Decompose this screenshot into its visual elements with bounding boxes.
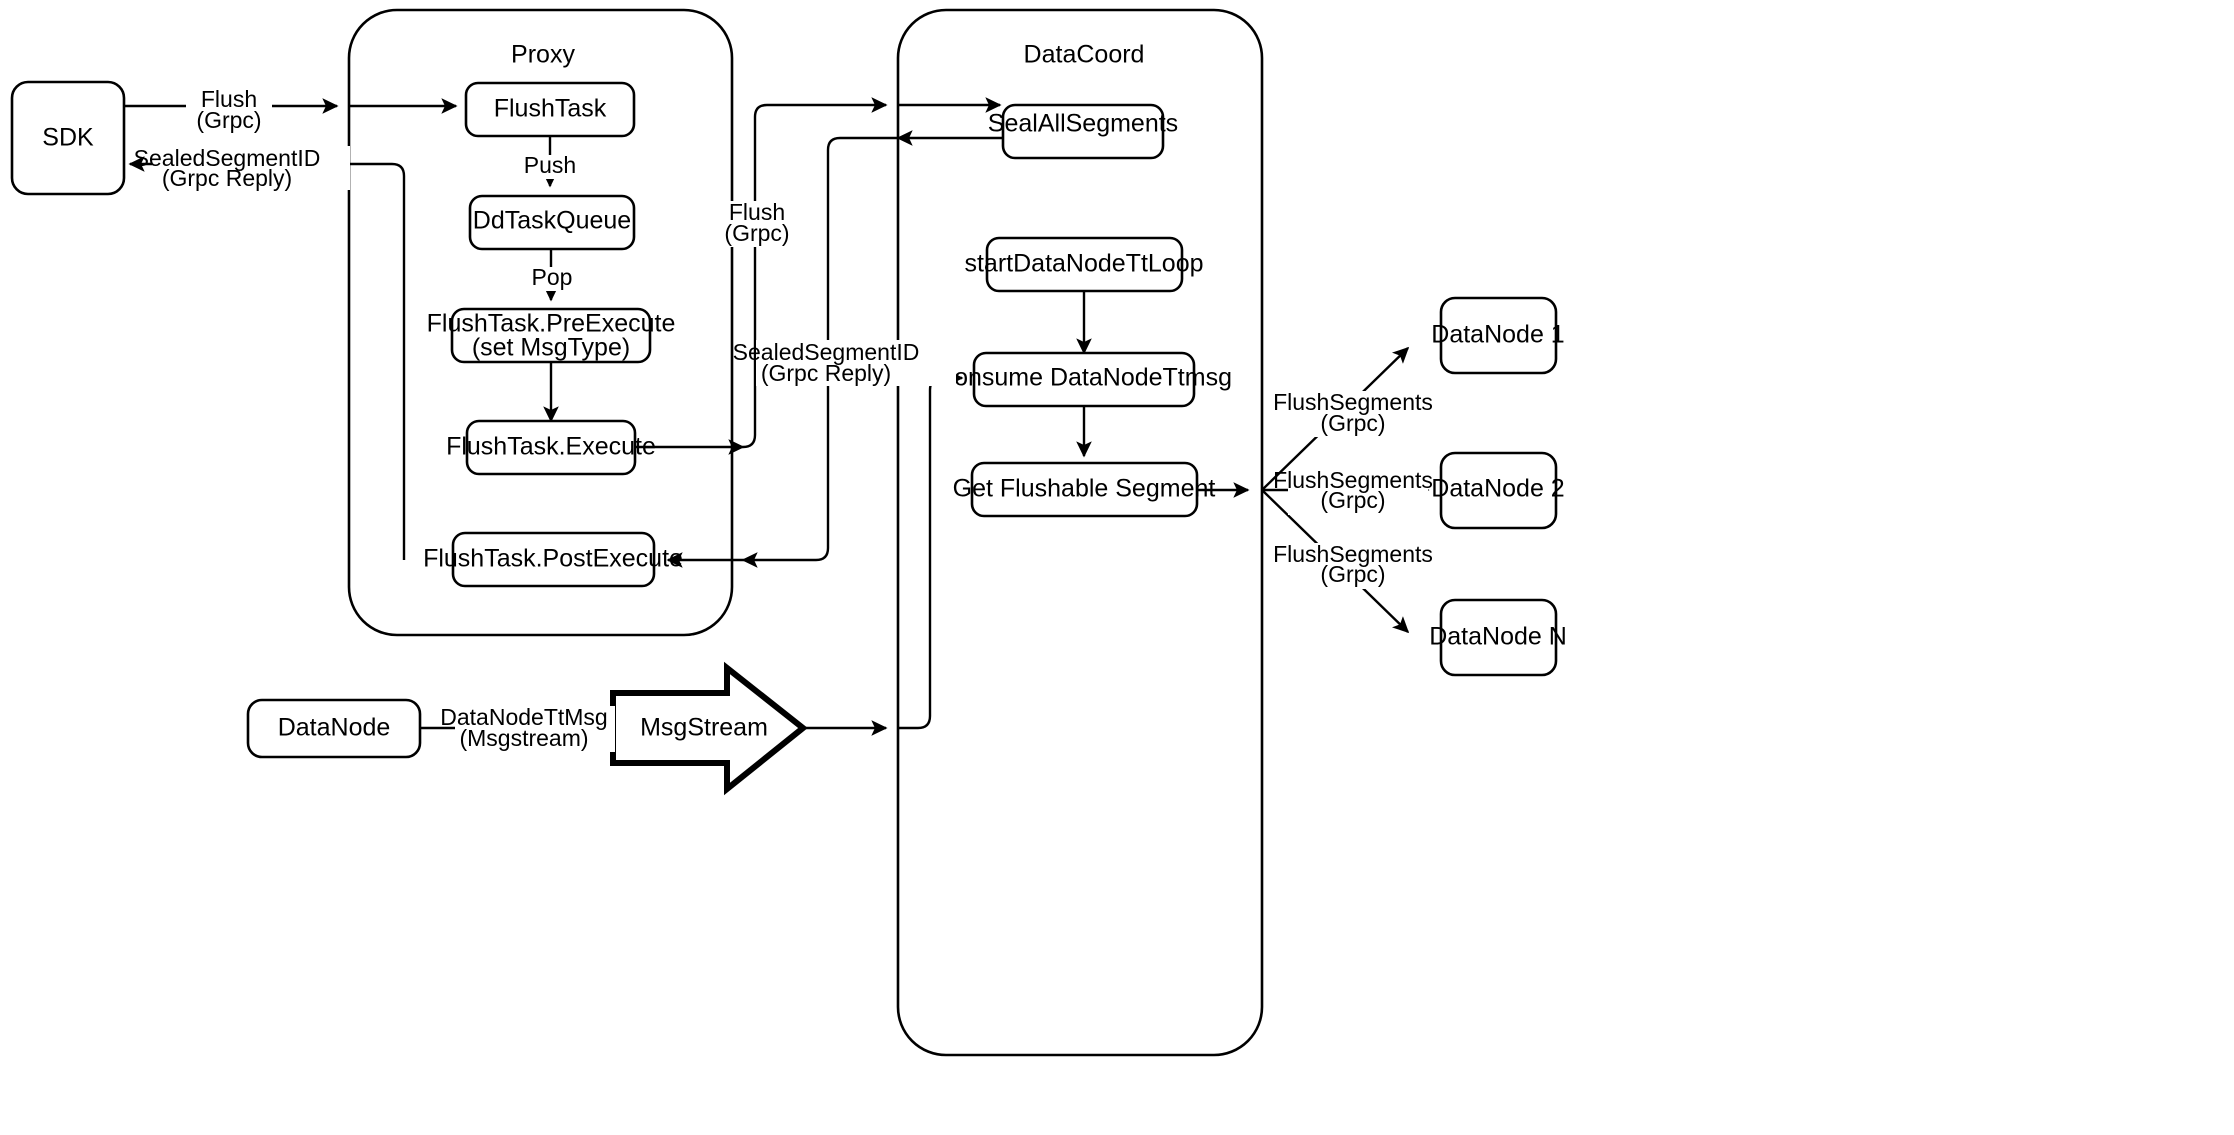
node-datanode-2-rect [1439, 451, 1558, 530]
edge-label-flushsegments-2-line2: (Grpc) [1320, 487, 1385, 513]
edge-label-flush-grpc-line1: Flush [729, 199, 785, 225]
node-datanode-1-rect [1439, 296, 1558, 375]
node-consume-datanode-ttmsg-rect [972, 351, 1196, 408]
edge-label-flushsegments-n-line2: (Grpc) [1320, 561, 1385, 587]
group-proxy [347, 8, 734, 637]
node-flush-task-execute[interactable]: FlushTask.Execute [446, 419, 656, 476]
edge-datacoord-ttmsg-riser [898, 370, 964, 730]
node-flush-task-execute-label: FlushTask.Execute [446, 433, 656, 461]
node-get-flushable-segment-label: Get Flushable Segment [953, 475, 1216, 503]
node-dd-task-queue-rect [468, 194, 636, 251]
node-flush-task-preexecute-label-line1: FlushTask.PreExecute [427, 310, 676, 338]
node-seal-all-segments[interactable]: SealAllSegments [988, 103, 1178, 160]
edge-label-flush-grpc: Flush (Grpc) [724, 199, 794, 247]
edge-flush-grpc-riser [742, 97, 888, 449]
node-dd-task-queue-label: DdTaskQueue [473, 207, 631, 235]
node-sdk[interactable]: SDK [10, 80, 126, 196]
node-sdk-rect [10, 80, 126, 196]
node-flush-task-preexecute-label-line2: (set MsgType) [472, 334, 630, 362]
edge-label-sdk-flush-line1: Flush [201, 86, 257, 112]
node-consume-datanode-ttmsg[interactable]: Consume DataNodeTtmsg [936, 351, 1232, 408]
node-start-datanode-tt-loop-label: startDataNodeTtLoop [964, 250, 1203, 278]
node-flush-task-execute-rect [465, 419, 637, 476]
node-consume-datanode-ttmsg-label: Consume DataNodeTtmsg [936, 364, 1232, 392]
node-seal-all-segments-label: SealAllSegments [988, 110, 1178, 138]
node-datanode-2[interactable]: DataNode 2 [1431, 451, 1565, 530]
edge-label-flush-grpc-line2: (Grpc) [724, 220, 789, 246]
node-start-datanode-tt-loop[interactable]: startDataNodeTtLoop [964, 236, 1204, 293]
edge-label-datanode-ttmsg-line1: DataNodeTtMsg [440, 704, 607, 730]
node-datanode-n-rect [1439, 598, 1558, 677]
node-datanode-source-label: DataNode [278, 714, 391, 742]
node-datanode-1-label: DataNode 1 [1431, 321, 1564, 349]
group-proxy-label: Proxy [511, 41, 575, 69]
edge-label-push-text: Push [524, 152, 576, 178]
edge-label-pop: Pop [524, 264, 580, 291]
edge-label-flushsegments-1: FlushSegments (Grpc) [1273, 389, 1433, 437]
edge-label-flushsegments-2: FlushSegments (Grpc) [1273, 467, 1433, 515]
edge-label-pop-text: Pop [532, 264, 573, 290]
node-get-flushable-segment-rect [970, 461, 1199, 518]
node-datanode-2-label: DataNode 2 [1431, 475, 1564, 503]
node-sdk-label: SDK [42, 124, 94, 152]
edge-label-sdk-flush-line2: (Grpc) [196, 107, 261, 133]
node-msgstream[interactable]: MsgStream [610, 661, 808, 796]
node-datanode-1[interactable]: DataNode 1 [1431, 296, 1565, 375]
group-datacoord [896, 8, 1264, 1057]
node-datanode-n-label: DataNode N [1429, 623, 1567, 651]
edge-label-sealedsegmentid-grpc-line1: SealedSegmentID [733, 339, 920, 365]
node-flush-task-postexecute-label: FlushTask.PostExecute [423, 545, 683, 573]
edge-label-flushsegments-1-line2: (Grpc) [1320, 410, 1385, 436]
edge-label-datanode-ttmsg: DataNodeTtMsg (Msgstream) [440, 704, 615, 752]
node-seal-all-segments-rect [1001, 103, 1165, 160]
edge-label-datanode-ttmsg-line2: (Msgstream) [459, 725, 588, 751]
edge-label-flushsegments-2-line1: FlushSegments [1273, 467, 1433, 493]
node-flush-task-label: FlushTask [494, 95, 607, 123]
node-start-datanode-tt-loop-rect [985, 236, 1184, 293]
node-get-flushable-segment[interactable]: Get Flushable Segment [953, 461, 1216, 518]
edge-label-flushsegments-n-line1: FlushSegments [1273, 541, 1433, 567]
edge-label-sealedsegmentid-grpc: SealedSegmentID (Grpc Reply) [733, 339, 956, 386]
node-datanode-n[interactable]: DataNode N [1429, 598, 1567, 677]
node-msgstream-label: MsgStream [640, 714, 768, 742]
node-datanode-source-rect [246, 698, 422, 759]
node-flush-task-rect [464, 81, 636, 138]
node-flush-task-preexecute-rect [450, 307, 652, 364]
edge-label-push: Push [518, 152, 582, 179]
node-flush-task-preexecute[interactable]: FlushTask.PreExecute (set MsgType) [427, 307, 676, 364]
node-flush-task[interactable]: FlushTask [464, 81, 636, 138]
edge-label-flushsegments-1-line1: FlushSegments [1273, 389, 1433, 415]
node-flush-task-postexecute-rect [451, 531, 656, 588]
node-msgstream-arrow-shape [610, 661, 808, 796]
group-datacoord-label: DataCoord [1024, 41, 1145, 69]
edge-label-sdk-sealedsegmentid: SealedSegmentID (Grpc Reply) [134, 145, 350, 191]
node-dd-task-queue[interactable]: DdTaskQueue [468, 194, 636, 251]
edge-label-flushsegments-n: FlushSegments (Grpc) [1273, 541, 1433, 589]
edge-label-sdk-sealedsegmentid-line1: SealedSegmentID [134, 145, 321, 171]
node-flush-task-postexecute[interactable]: FlushTask.PostExecute [423, 531, 683, 588]
edge-label-sdk-flush: Flush (Grpc) [186, 86, 272, 133]
edge-postexecute-to-sdk-path [349, 162, 406, 560]
node-datanode-source[interactable]: DataNode [246, 698, 422, 759]
edge-label-sdk-sealedsegmentid-line2: (Grpc Reply) [162, 165, 292, 191]
edge-label-sealedsegmentid-grpc-line2: (Grpc Reply) [761, 360, 891, 386]
